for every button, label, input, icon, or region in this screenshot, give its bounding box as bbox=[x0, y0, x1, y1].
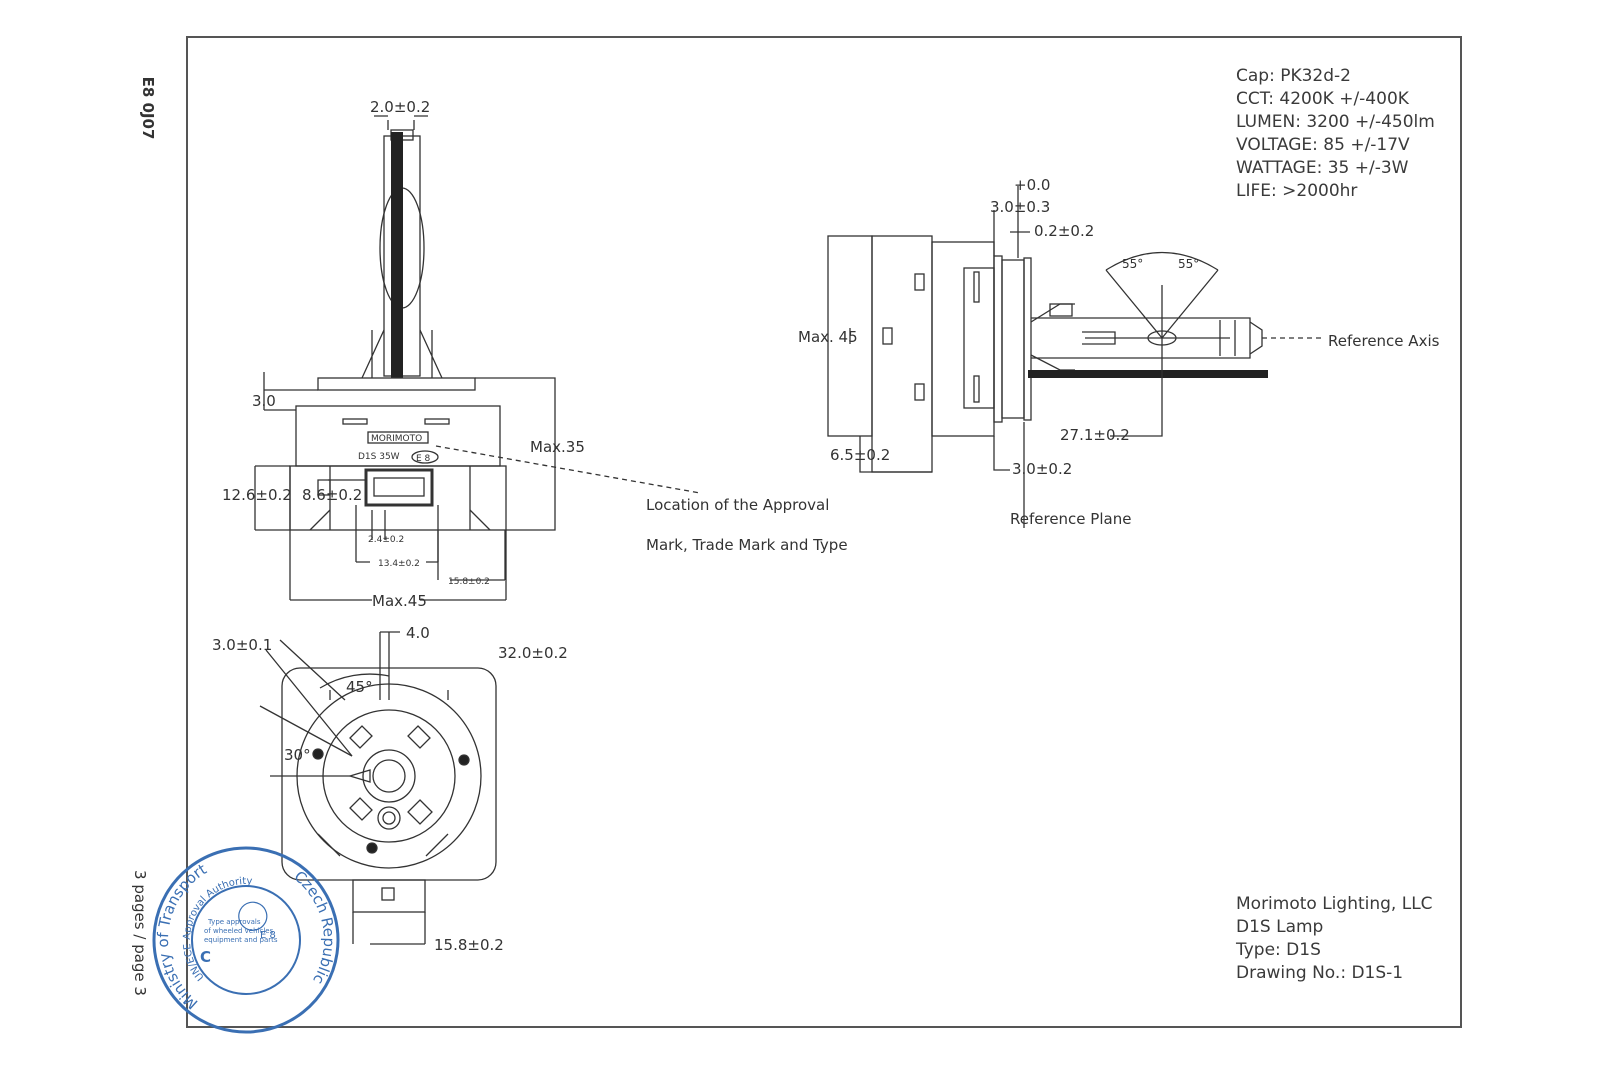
angle-right: 55° bbox=[1178, 257, 1199, 271]
product-type: Type: D1S bbox=[1236, 940, 1321, 960]
stamp-center: Type approvals of wheeled vehicles equip… bbox=[200, 918, 278, 966]
approval-note-line1: Location of the Approval bbox=[646, 496, 829, 514]
dim-15-8-front: 15.8±0.2 bbox=[448, 577, 490, 587]
dim-2-4: 2.4±0.2 bbox=[368, 535, 404, 545]
dim-32-0: 32.0±0.2 bbox=[498, 644, 568, 662]
spec-wattage: WATTAGE: 35 +/-3W bbox=[1236, 158, 1409, 178]
dim-max45-front: Max.45 bbox=[372, 592, 427, 610]
angle-left: 55° bbox=[1122, 257, 1143, 271]
brand-mark: MORIMOTO bbox=[371, 434, 422, 444]
spec-cct: CCT: 4200K +/-400K bbox=[1236, 89, 1409, 109]
company-name: Morimoto Lighting, LLC bbox=[1236, 894, 1433, 914]
reference-plane-label: Reference Plane bbox=[1010, 510, 1131, 528]
dim-8-6: 8.6±0.2 bbox=[302, 486, 362, 504]
dim-3-0-02: 3.0±0.2 bbox=[1012, 460, 1072, 478]
reference-axis-label: Reference Axis bbox=[1328, 332, 1440, 350]
stamp-small-1: Type approvals bbox=[207, 918, 261, 926]
stamp-small-2: of wheeled vehicles bbox=[204, 927, 274, 935]
base-view bbox=[259, 631, 497, 945]
title-block: Morimoto Lighting, LLC D1S Lamp Type: D1… bbox=[1236, 893, 1433, 985]
stamp-mark: E 8 bbox=[260, 930, 276, 941]
spec-block: Cap: PK32d-2 CCT: 4200K +/-400K LUMEN: 3… bbox=[1236, 65, 1435, 203]
drawing-frame bbox=[186, 36, 1462, 1028]
dim-3-0-03: 3.0±0.3 bbox=[990, 198, 1050, 216]
dim-flange: 3.0 bbox=[252, 392, 276, 410]
stamp-small-3: equipment and parts bbox=[204, 936, 278, 944]
dim-plus00: +0.0 bbox=[1014, 176, 1050, 194]
dim-3-0-01: 3.0±0.1 bbox=[212, 636, 272, 654]
dim-4-0: 4.0 bbox=[406, 624, 430, 642]
spec-cap: Cap: PK32d-2 bbox=[1236, 66, 1351, 86]
angle-30: 30° bbox=[284, 746, 311, 764]
dim-tube-width: 2.0±0.2 bbox=[370, 98, 430, 116]
dim-27-1: 27.1±0.2 bbox=[1060, 426, 1130, 444]
spec-life: LIFE: >2000hr bbox=[1236, 181, 1358, 201]
spec-lumen: LUMEN: 3200 +/-450lm bbox=[1236, 112, 1435, 132]
side-view bbox=[827, 186, 1325, 528]
model-mark: D1S 35W bbox=[358, 452, 400, 462]
angle-45: 45° bbox=[346, 678, 373, 696]
dim-13-4: 13.4±0.2 bbox=[378, 559, 420, 569]
dim-6-5: 6.5±0.2 bbox=[830, 446, 890, 464]
dim-15-8-base: 15.8±0.2 bbox=[434, 936, 504, 954]
product-name: D1S Lamp bbox=[1236, 917, 1324, 937]
approval-note-line2: Mark, Trade Mark and Type bbox=[646, 536, 848, 554]
dim-0-2: 0.2±0.2 bbox=[1034, 222, 1094, 240]
drawing-number: Drawing No.: D1S-1 bbox=[1236, 963, 1404, 983]
dim-12-6: 12.6±0.2 bbox=[222, 486, 292, 504]
stamp-letter: C bbox=[200, 948, 211, 966]
dim-max45-side: Max. 45 bbox=[798, 328, 858, 346]
approval-mark: E 8 bbox=[416, 454, 431, 464]
front-view bbox=[254, 115, 701, 601]
spec-voltage: VOLTAGE: 85 +/-17V bbox=[1236, 135, 1410, 155]
dim-max35: Max.35 bbox=[530, 438, 585, 456]
